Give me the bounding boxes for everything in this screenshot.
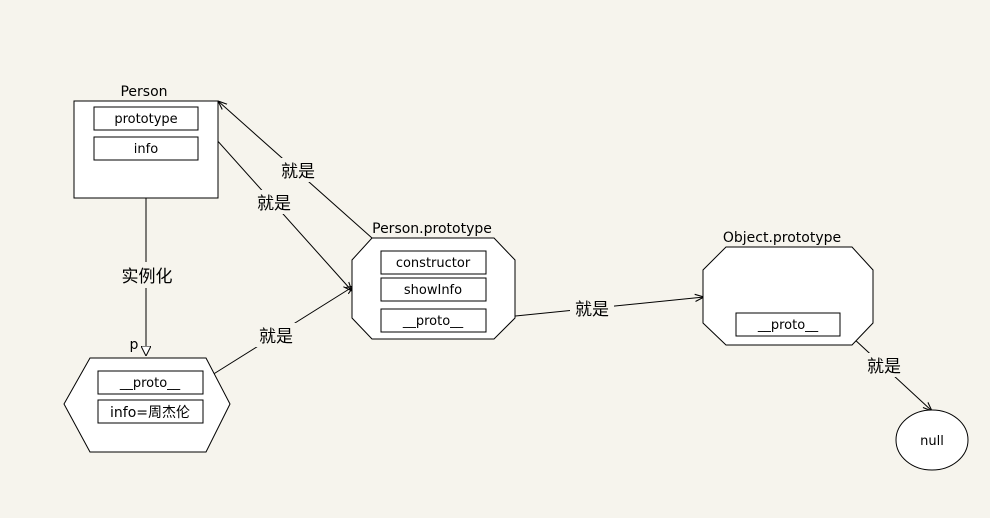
node-instance-title: p — [130, 337, 139, 353]
field-instance-info: info=周杰伦 — [110, 405, 190, 421]
label-is-object-prototype-proto: 就是 — [867, 357, 901, 377]
node-instance: p __proto__ info=周杰伦 — [63, 337, 231, 453]
label-is-instance-proto: 就是 — [259, 327, 293, 347]
field-object-prototype-proto: __proto__ — [757, 318, 819, 333]
node-person: Person prototype info — [73, 84, 219, 199]
node-null: null — [895, 409, 969, 471]
field-person-prototype-proto: __proto__ — [402, 314, 464, 329]
node-null-label: null — [920, 434, 944, 449]
label-is-prototype: 就是 — [257, 194, 291, 214]
field-constructor: constructor — [396, 256, 471, 271]
node-object-prototype-title: Object.prototype — [723, 230, 841, 246]
label-instantiate: 实例化 — [122, 267, 173, 287]
field-person-info: info — [134, 142, 158, 157]
node-person-title: Person — [120, 84, 167, 100]
field-person-prototype: prototype — [114, 112, 177, 127]
field-instance-proto: __proto__ — [119, 376, 181, 391]
label-is-constructor: 就是 — [281, 162, 315, 182]
node-person-prototype-title: Person.prototype — [372, 221, 492, 237]
node-person-prototype: Person.prototype constructor showInfo __… — [351, 221, 516, 340]
label-is-person-prototype-proto: 就是 — [575, 300, 609, 320]
field-showinfo: showInfo — [404, 283, 462, 298]
node-object-prototype: Object.prototype __proto__ — [702, 230, 874, 346]
